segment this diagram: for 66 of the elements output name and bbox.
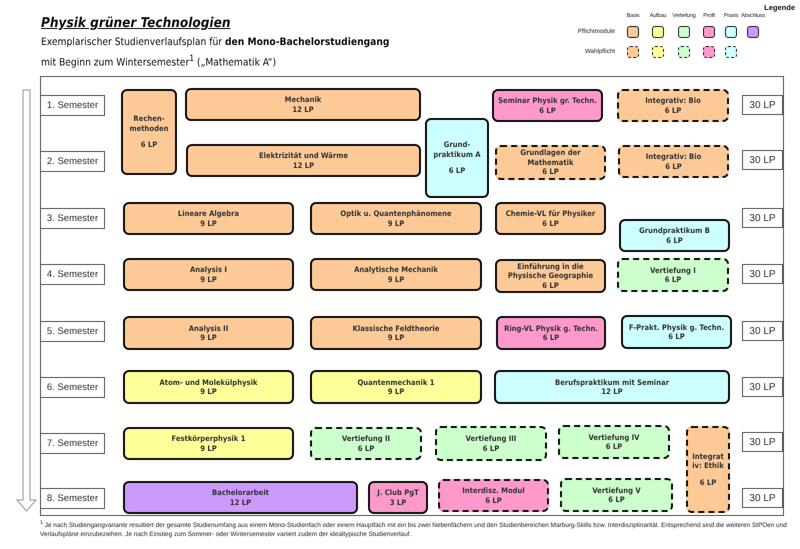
semester-label-box — [40, 151, 105, 172]
module-box — [123, 370, 294, 404]
module-box — [368, 481, 428, 514]
module-box — [310, 316, 482, 350]
credit-total-box — [742, 321, 783, 341]
elective-module-box — [310, 427, 422, 460]
module-box — [123, 258, 294, 291]
module-box — [186, 144, 421, 177]
module-box — [492, 89, 603, 122]
semester-label-box — [40, 433, 105, 454]
semester-label-box — [40, 95, 105, 116]
module-box — [123, 427, 294, 460]
module-box — [494, 370, 730, 404]
credit-total-box — [742, 264, 783, 284]
module-box — [310, 202, 482, 235]
elective-module-box — [435, 426, 547, 461]
semester-name: 8. Semester — [46, 493, 98, 504]
credit-total: 30 LP — [749, 326, 776, 336]
semester-name: 1. Semester — [46, 100, 98, 111]
module-box — [425, 118, 489, 198]
semester-label-box — [40, 488, 105, 509]
credit-total: 30 LP — [749, 100, 776, 110]
elective-module-box — [558, 425, 670, 459]
module-box — [619, 219, 730, 252]
module-box — [621, 315, 732, 349]
elective-module-box — [438, 479, 549, 512]
module-box — [123, 481, 358, 514]
semester-label-box — [40, 208, 105, 229]
credit-total-box — [742, 432, 783, 452]
credit-total-box — [742, 95, 783, 115]
credit-total: 30 LP — [749, 268, 776, 280]
semester-name: 3. Semester — [46, 213, 98, 224]
module-box — [185, 88, 421, 121]
module-box — [310, 258, 482, 291]
semester-name: 6. Semester — [46, 382, 98, 393]
elective-module-box — [686, 426, 730, 513]
semester-label-box — [40, 321, 105, 342]
credit-total-box — [742, 488, 783, 508]
semester-name: 7. Semester — [46, 438, 98, 449]
semester-name: 2. Semester — [46, 156, 98, 167]
module-box — [496, 316, 606, 350]
title: Physik grüner Technologien — [41, 15, 230, 31]
subtitle: Exemplarischer Studienverlaufsplan für den Mono-Bachelorstudiengang mit Beginn zum Wintersemester$^{1}$ („Mathematik A“) — [41, 36, 390, 70]
module-box — [495, 259, 606, 293]
credit-total-box — [742, 377, 783, 397]
elective-module-box — [618, 145, 729, 178]
elective-module-box — [495, 145, 606, 180]
semester-label-box — [40, 264, 105, 285]
semester-name: 5. Semester — [46, 326, 98, 337]
module-box — [310, 370, 482, 404]
module-box — [123, 202, 294, 235]
credit-total: 30 LP — [749, 492, 776, 504]
credit-total-box — [742, 208, 783, 228]
elective-module-box — [617, 89, 729, 122]
elective-module-box — [560, 478, 673, 512]
credit-total: 30 LP — [749, 436, 776, 448]
module-box — [121, 89, 177, 175]
module-box — [495, 202, 606, 235]
semester-name: 4. Semester — [46, 269, 98, 280]
module-box — [123, 316, 294, 350]
semester-label-box — [40, 377, 105, 398]
elective-module-box — [617, 258, 729, 292]
credit-total: 30 LP — [749, 212, 776, 224]
credit-total: 30 LP — [749, 382, 776, 392]
credit-total-box — [742, 150, 783, 170]
credit-total: 30 LP — [749, 154, 776, 166]
